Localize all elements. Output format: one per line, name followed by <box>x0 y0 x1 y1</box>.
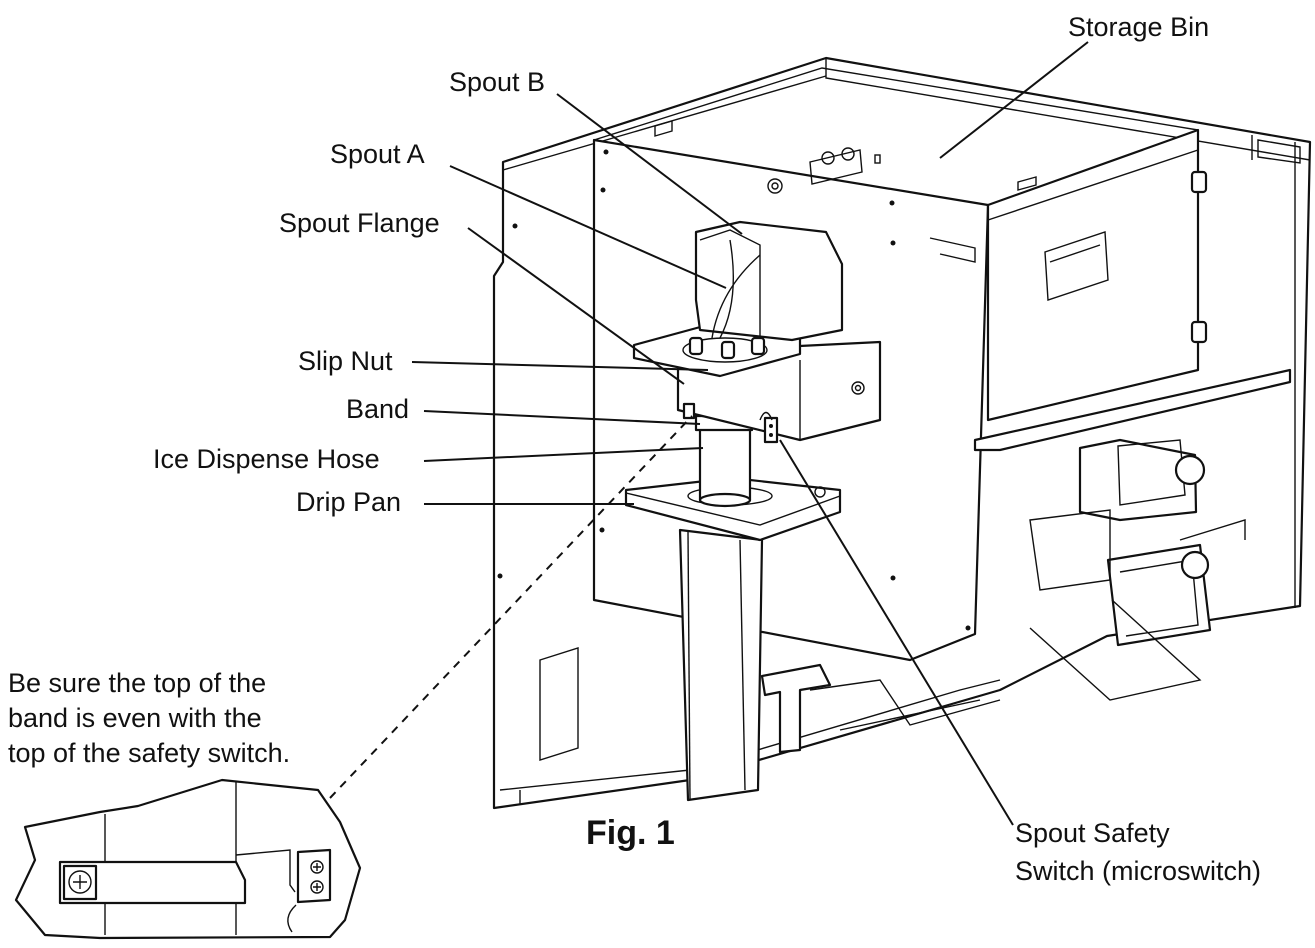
gearmotor-assembly <box>973 368 1292 701</box>
note-line-3: top of the safety switch. <box>8 738 291 768</box>
detail-inset <box>14 778 362 940</box>
label-spout-safety-switch-line2: Switch (microswitch) <box>1015 856 1262 886</box>
label-spout-flange: Spout Flange <box>279 208 440 238</box>
label-drip-pan: Drip Pan <box>296 487 402 517</box>
chute-pedestal <box>678 528 1001 802</box>
label-storage-bin: Storage Bin <box>1068 12 1210 42</box>
leader-lines <box>329 41 1089 826</box>
note-line-1: Be sure the top of the <box>8 668 267 698</box>
label-spout-safety-switch-line1: Spout Safety <box>1015 818 1170 848</box>
note-line-2: band is even with the <box>8 703 262 733</box>
label-slip-nut: Slip Nut <box>298 346 393 376</box>
label-band: Band <box>346 394 410 424</box>
label-spout-a: Spout A <box>330 139 425 169</box>
figure-caption: Fig. 1 <box>586 814 675 852</box>
installation-note: Be sure the top of the band is even with… <box>8 666 290 771</box>
spout-assembly <box>632 220 844 378</box>
label-ice-dispense-hose: Ice Dispense Hose <box>153 444 380 474</box>
label-spout-b: Spout B <box>449 67 546 97</box>
